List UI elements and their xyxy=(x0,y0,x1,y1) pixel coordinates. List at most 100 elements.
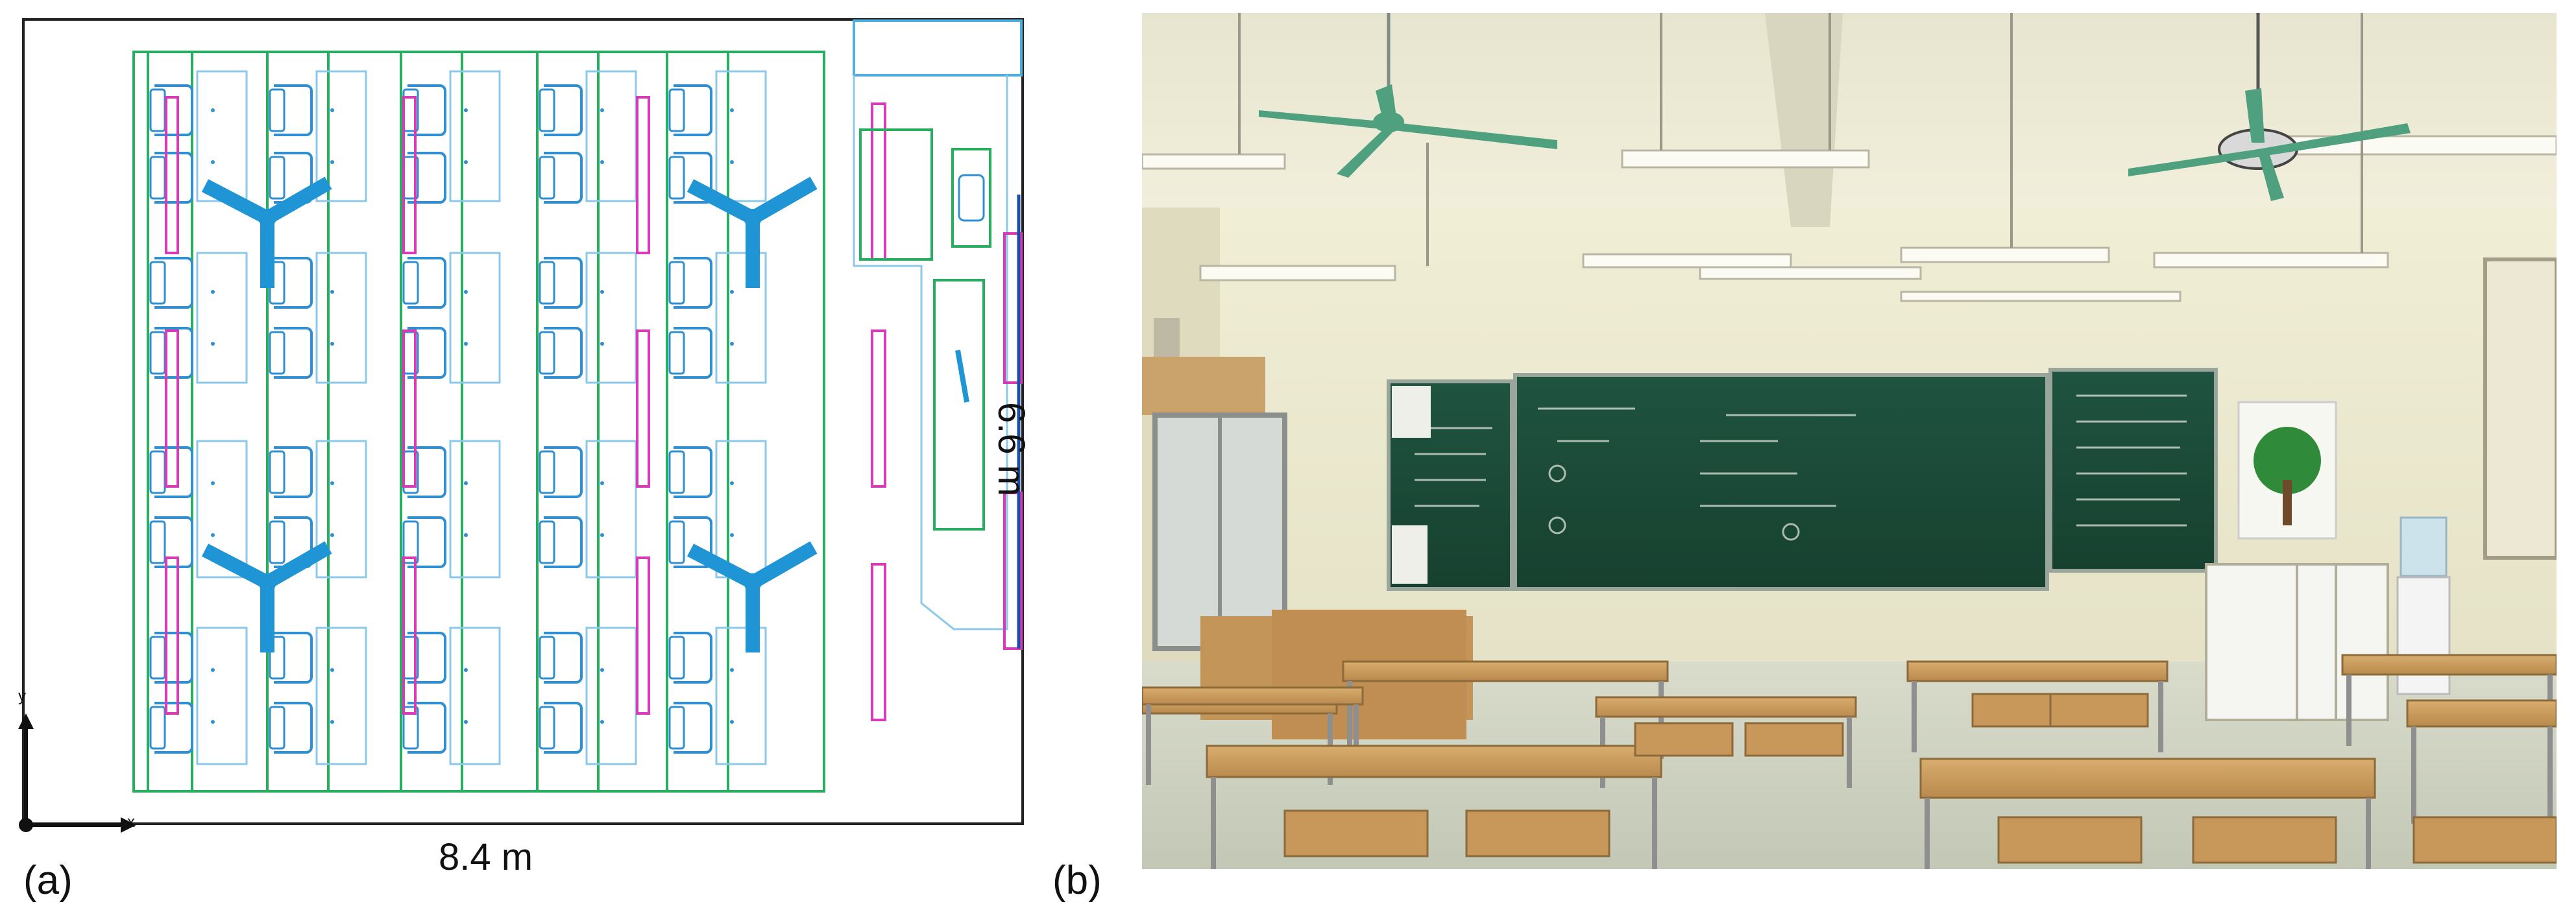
wall-cabinet-top xyxy=(1142,357,1265,415)
desk-marker xyxy=(330,668,334,672)
desk-leg xyxy=(2547,726,2553,824)
chair-back xyxy=(149,450,166,494)
desk-top xyxy=(1595,696,1857,718)
desk-leg xyxy=(1146,704,1151,756)
chair-back xyxy=(269,636,286,680)
classroom-photo xyxy=(1142,13,2557,869)
fan-hub xyxy=(258,573,276,592)
chair-icon xyxy=(274,446,313,498)
desk-leg xyxy=(1847,717,1852,788)
desk-marker xyxy=(330,160,334,164)
chair-icon xyxy=(407,257,446,309)
fluorescent-light-icon xyxy=(871,329,886,488)
x-axis-arrowhead xyxy=(121,817,136,833)
desk-icon xyxy=(449,252,501,384)
desk-icon xyxy=(449,70,501,202)
desk-icon xyxy=(585,627,637,765)
teacher-cabinet xyxy=(859,128,933,261)
chair-back xyxy=(269,156,286,200)
desk-marker xyxy=(330,481,334,485)
chair-back xyxy=(668,261,685,305)
photo-fan-left xyxy=(1259,13,1557,178)
desk-marker xyxy=(464,342,468,346)
origin-dot xyxy=(19,818,33,832)
photo-chair xyxy=(2049,693,2149,728)
fan-blade xyxy=(201,179,271,224)
chair-icon xyxy=(544,632,583,684)
front-box xyxy=(853,19,1023,77)
desk-icon xyxy=(196,440,248,579)
fan-blade xyxy=(263,176,332,224)
photo-desk xyxy=(1595,696,1857,788)
chair-back xyxy=(539,520,555,564)
fan-hub xyxy=(258,209,276,227)
desk-marker xyxy=(730,533,734,537)
photo-desk xyxy=(1342,660,1669,759)
chair-icon xyxy=(154,516,193,568)
chair-icon xyxy=(544,84,583,136)
desk-marker xyxy=(330,720,334,724)
desk-marker xyxy=(600,668,604,672)
fan-hub xyxy=(744,573,762,592)
desk-marker xyxy=(600,290,604,294)
teacher-desk xyxy=(933,279,985,531)
chalkboard-center xyxy=(1513,373,2049,591)
desk-leg xyxy=(1652,777,1657,869)
desk-marker xyxy=(211,342,215,346)
chair-icon xyxy=(274,327,313,379)
room-width-label: 8.4 m xyxy=(439,836,533,878)
ceiling-fan-icon xyxy=(687,541,818,652)
fluorescent-light-icon xyxy=(402,556,417,715)
chair-icon xyxy=(407,327,446,379)
desk-marker xyxy=(464,668,468,672)
chair-icon xyxy=(674,632,712,684)
desk-icon xyxy=(585,252,637,384)
chair-back xyxy=(149,706,166,750)
chair-back xyxy=(539,88,555,132)
desk-top xyxy=(1142,686,1364,706)
fan-blade xyxy=(687,179,757,224)
desk-marker xyxy=(211,668,215,672)
desk-marker xyxy=(730,668,734,672)
chair-icon xyxy=(674,84,712,136)
photo-chair xyxy=(2192,816,2337,864)
desk-marker xyxy=(600,481,604,485)
chair-icon xyxy=(544,516,583,568)
chair-back xyxy=(539,261,555,305)
chair-icon xyxy=(544,446,583,498)
desk-marker xyxy=(464,160,468,164)
panel-a-label: (a) xyxy=(23,858,73,903)
chair-back xyxy=(539,636,555,680)
desk-icon xyxy=(196,627,248,765)
chair-back xyxy=(149,261,166,305)
chair-icon xyxy=(674,446,712,498)
fluorescent-light-icon xyxy=(402,329,417,488)
chair-icon xyxy=(544,257,583,309)
teacher-area-outline xyxy=(853,75,1008,630)
chair-icon xyxy=(274,632,313,684)
photo-chair xyxy=(1744,722,1844,757)
chair-back xyxy=(149,88,166,132)
chair-icon xyxy=(407,632,446,684)
desk-marker xyxy=(730,481,734,485)
teacher-desk-small xyxy=(951,148,991,248)
chair-back xyxy=(668,450,685,494)
fan-hub xyxy=(744,209,762,227)
desk-icon xyxy=(449,627,501,765)
desk-leg xyxy=(1354,704,1359,756)
desk-top xyxy=(1342,660,1669,682)
fluorescent-light-icon xyxy=(165,556,179,715)
chair-back xyxy=(149,156,166,200)
photo-lights xyxy=(1142,13,2557,302)
desk-leg xyxy=(1925,798,1930,869)
chair-icon xyxy=(274,702,313,754)
desk-leg xyxy=(2366,798,2371,869)
chair-back xyxy=(539,156,555,200)
ceiling-fan-icon xyxy=(201,176,332,288)
desk-leg xyxy=(1912,681,1917,752)
photo-desk xyxy=(1206,745,1662,869)
desk-icon xyxy=(715,440,767,579)
fan-blade xyxy=(687,544,757,589)
photo-desk xyxy=(1906,660,2169,752)
fluorescent-light-icon xyxy=(636,556,650,715)
